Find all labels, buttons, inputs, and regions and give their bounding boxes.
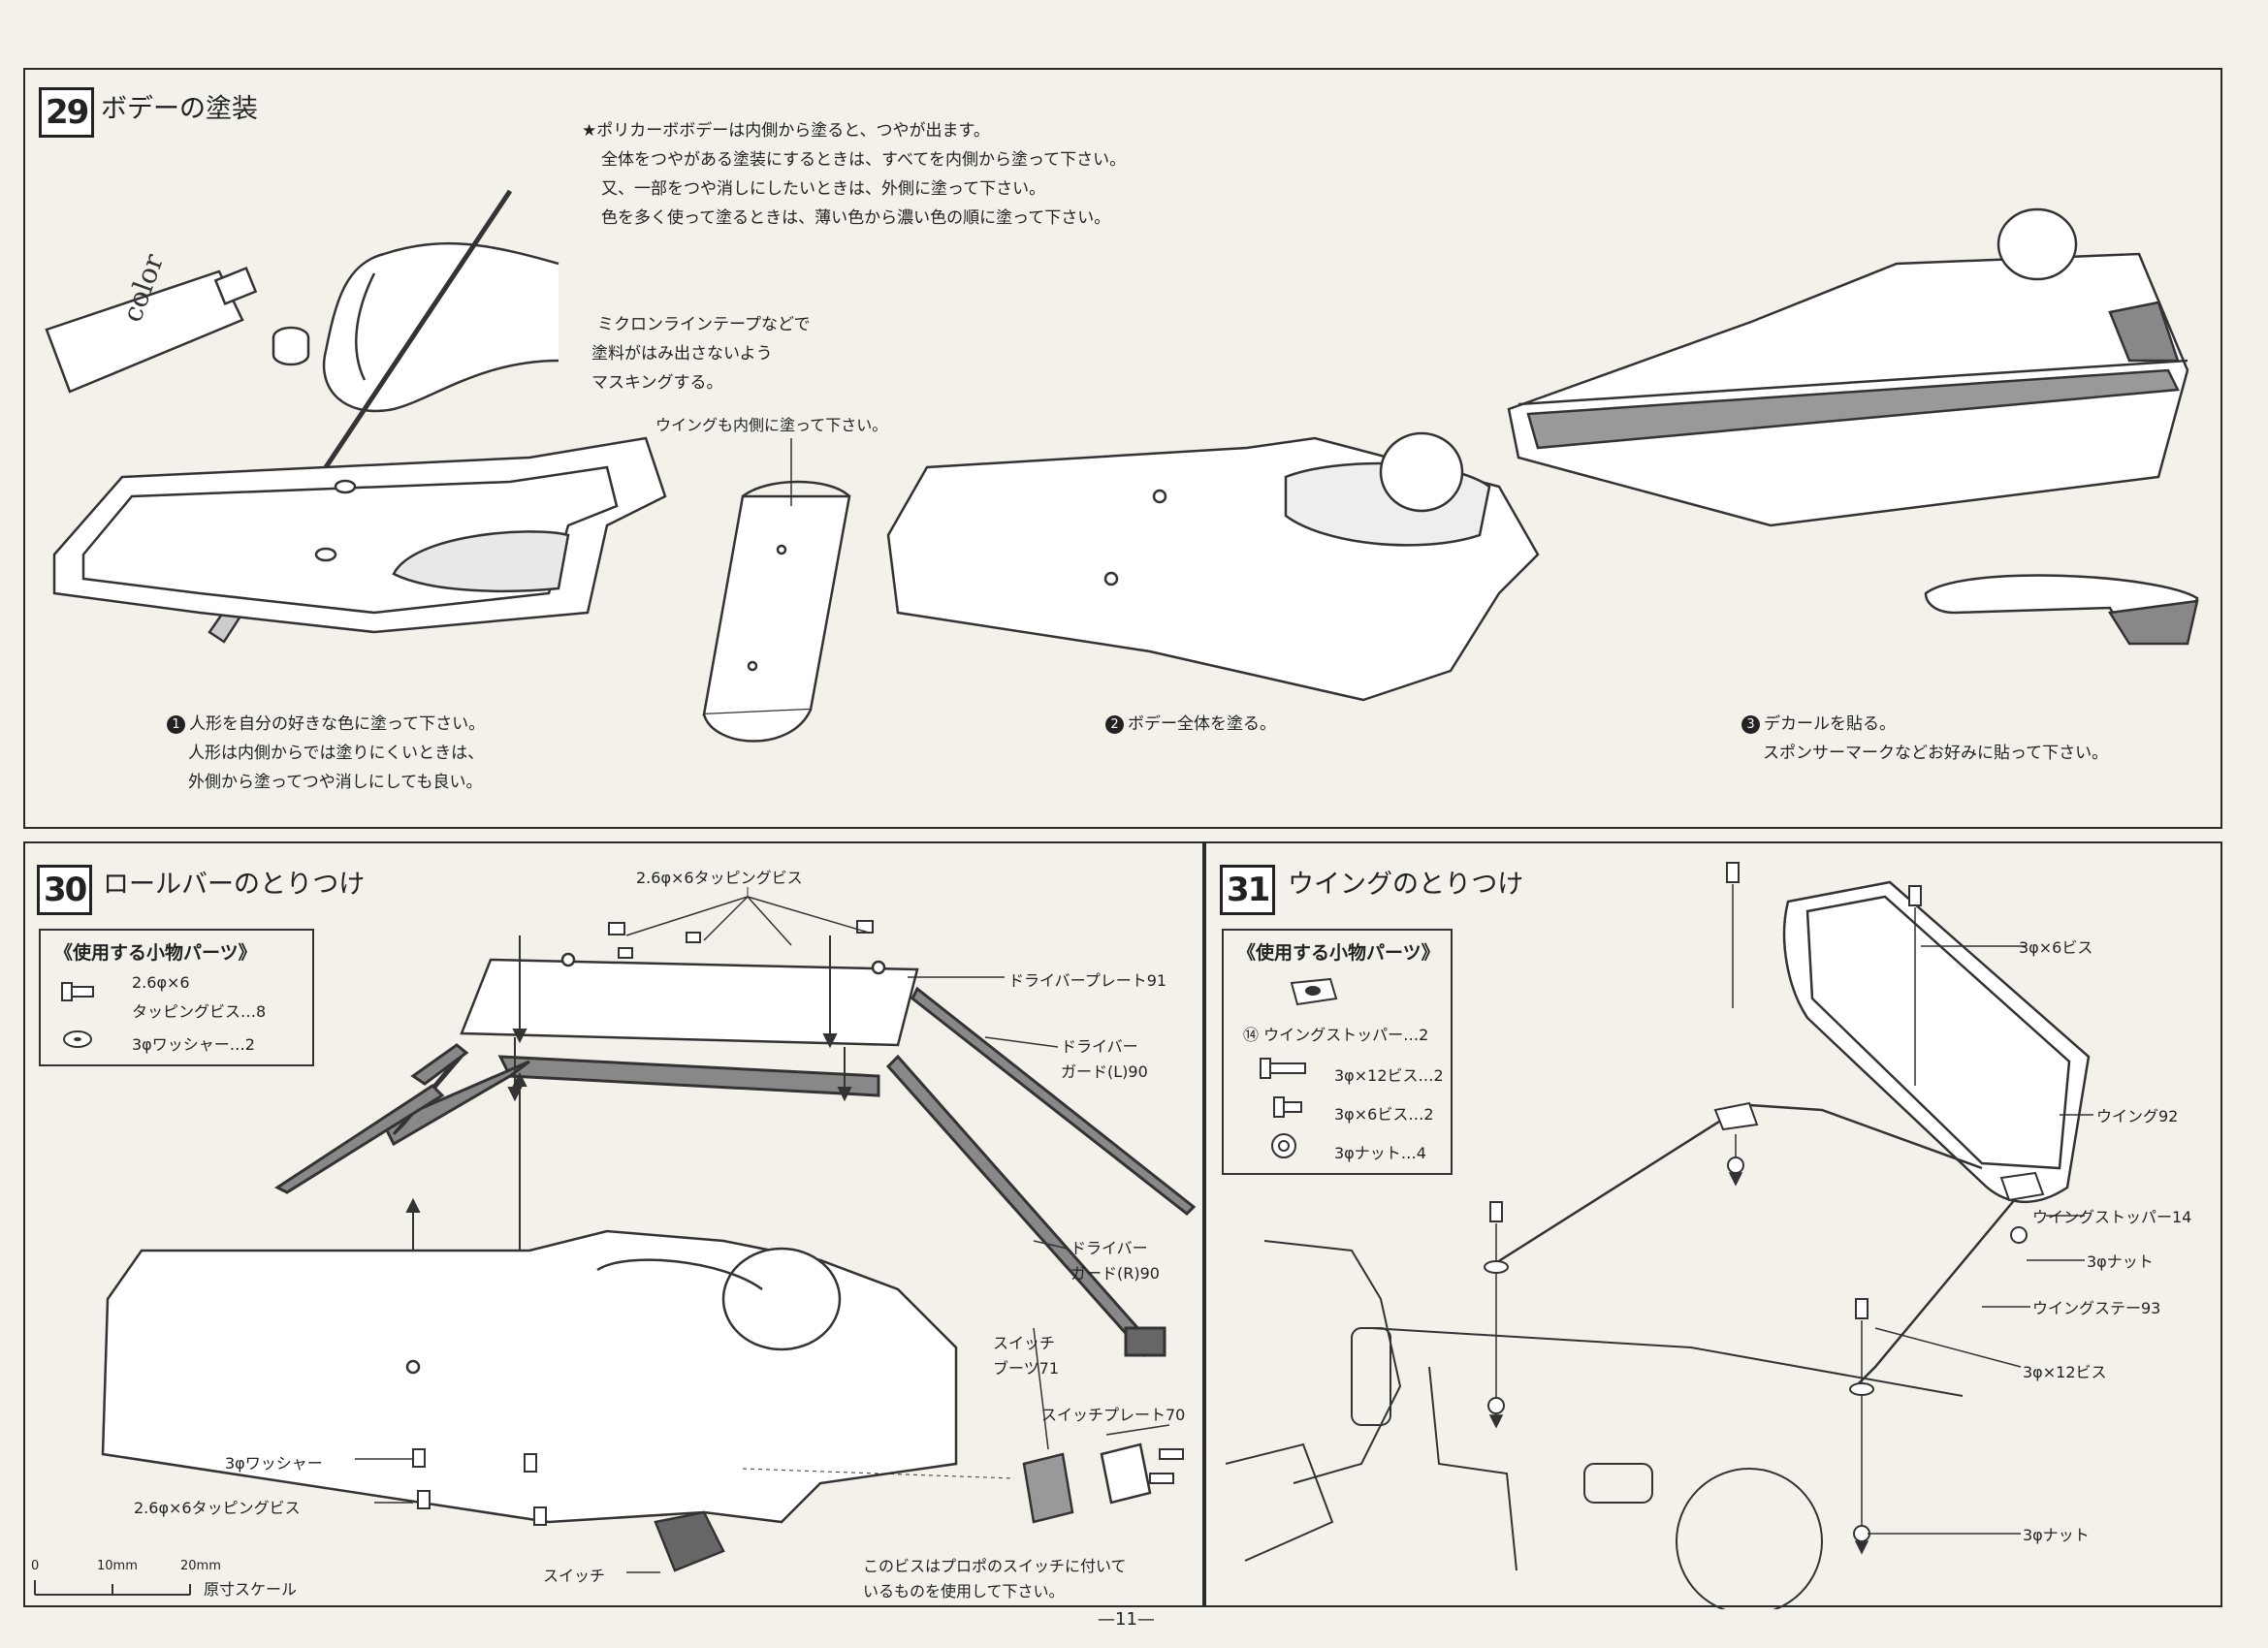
- instruction-1-line-2: 人形は内側からでは塗りにくいときは、: [188, 744, 485, 763]
- page-number: —11—: [1098, 1609, 1155, 1630]
- screw6-label: 3φ×6ビス: [2019, 938, 2093, 957]
- body-shell-inside-icon: [52, 436, 667, 634]
- body-shell-decal-icon: [1507, 207, 2199, 646]
- guard-l-label-2: ガード(L)90: [1061, 1062, 1148, 1081]
- painting-illustration: color: [45, 189, 2199, 743]
- driver-guard-right-icon: [273, 1054, 1166, 1358]
- stopper-label: ウイングストッパー14: [2032, 1208, 2192, 1226]
- paint-note-1: ★ポリカーボボデーは内側から塗ると、つやが出ます。: [582, 121, 990, 141]
- nut2-label: 3φナット: [2023, 1526, 2090, 1544]
- part-screw-12: 3φ×12ビス…2: [1334, 1066, 1444, 1085]
- top-screws-label: 2.6φ×6タッピングビス: [636, 869, 803, 887]
- switch-plate-icon: [1100, 1442, 1152, 1505]
- step-number: 29: [39, 87, 95, 138]
- step-number: 30: [37, 865, 93, 915]
- switch-plate-label: スイッチプレート70: [1041, 1406, 1186, 1424]
- masking-note-3: マスキングする。: [591, 373, 723, 393]
- scale-tick-10: 10mm: [97, 1559, 138, 1573]
- instruction-1-line-3: 外側から塗ってつや消しにしても良い。: [188, 773, 483, 792]
- driver-guard-left-icon: [381, 986, 1197, 1217]
- instruction-3-line-2: スポンサーマークなどお好みに貼って下さい。: [1763, 744, 2109, 763]
- parts-list-title: 《使用する小物パーツ》: [54, 942, 257, 964]
- step-title: ウイングのとりつけ: [1288, 870, 1524, 900]
- switch-boots-label-1: スイッチ: [993, 1334, 1056, 1352]
- guard-l-label-1: ドライバー: [1061, 1037, 1138, 1056]
- scale-label: 原寸スケール: [204, 1580, 298, 1599]
- guard-r-label-1: ドライバー: [1070, 1239, 1148, 1257]
- screw-note-2: いるものを使用して下さい。: [863, 1582, 1065, 1600]
- step-31-panel: 31 ウイングのとりつけ 《使用する小物パーツ》 ⑭ ウイングストッパー…2 3…: [1204, 841, 2222, 1609]
- driver-plate-icon: [460, 952, 919, 1047]
- bottom-screw-icons: [412, 1448, 1184, 1526]
- part-tapping-qty: タッピングビス…8: [132, 1002, 267, 1021]
- nut-icons: [1484, 1157, 2028, 1542]
- wing-icon: [1782, 880, 2091, 1203]
- tapping-screw-top-icons: [608, 920, 874, 959]
- stay-label: ウイングステー93: [2032, 1299, 2161, 1317]
- switch-boots-icon: [1022, 1452, 1074, 1524]
- scale-tick-20: 20mm: [180, 1559, 221, 1573]
- paint-tube-icon: color: [45, 249, 258, 394]
- switch-icon: [654, 1510, 725, 1572]
- car-body-icon: [101, 1229, 958, 1524]
- guard-r-label-2: ガード(R)90: [1070, 1264, 1160, 1283]
- screw12-label: 3φ×12ビス: [2023, 1363, 2107, 1381]
- wing-stopper-icon: [1290, 977, 1338, 1006]
- tapping-screw-icon: [61, 982, 94, 1048]
- part-washer-qty: 3φワッシャー…2: [132, 1035, 255, 1054]
- parts-list-box: 《使用する小物パーツ》 2.6φ×6 タッピングビス…8 3φワッシャー…2: [39, 929, 314, 1066]
- wing-stopper-parts: [1713, 1101, 2045, 1202]
- wing-stay-icon: [1496, 1103, 2022, 1387]
- parts-list-box: 《使用する小物パーツ》 ⑭ ウイングストッパー…2 3φ×12ビス…2 3φ×6…: [1222, 929, 1453, 1175]
- part-screw-6: 3φ×6ビス…2: [1334, 1105, 1434, 1124]
- part-tapping-size: 2.6φ×6: [132, 973, 190, 992]
- scale-ruler-icon: [34, 1580, 191, 1596]
- paint-note-2: 全体をつやがある塗装にするときは、すべてを内側から塗って下さい。: [601, 150, 1127, 170]
- masking-note-1: ミクロンラインテープなどで: [597, 315, 811, 334]
- wing-paint-note: ウイングも内側に塗って下さい。: [655, 416, 888, 434]
- driver-plate-label: ドライバープレート91: [1008, 971, 1167, 990]
- scale-tick-0: 0: [31, 1559, 40, 1573]
- step-29-panel: 29 ボデーの塗装 ★ポリカーボボデーは内側から塗ると、つやが出ます。 全体をつ…: [23, 68, 2222, 829]
- tapping-label: 2.6φ×6タッピングビス: [134, 1499, 301, 1517]
- wing-illustration: [1225, 862, 2093, 1609]
- nut1-label: 3φナット: [2087, 1252, 2154, 1271]
- part-nut: 3φナット…4: [1334, 1144, 1426, 1162]
- step-title: ロールバーのとりつけ: [103, 870, 366, 900]
- paint-note-3: 又、一部をつや消しにしたいときは、外側に塗って下さい。: [601, 179, 1046, 199]
- wing-piece-icon: [702, 480, 851, 743]
- washer-label: 3φワッシャー: [225, 1454, 323, 1473]
- body-shell-painted-icon: [886, 431, 1540, 702]
- screw-note-1: このビスはプロポのスイッチに付いて: [863, 1557, 1127, 1575]
- chassis-icon: [1225, 1240, 1964, 1609]
- step-number: 31: [1220, 865, 1276, 915]
- paint-cap-icon: [272, 326, 310, 366]
- paint-note-4: 色を多く使って塗るときは、薄い色から濃い色の順に塗って下さい。: [601, 208, 1111, 228]
- step-title: ボデーの塗装: [101, 94, 258, 124]
- step-30-panel: 30 ロールバーのとりつけ 《使用する小物パーツ》 2.6φ×6 タッピングビス…: [23, 841, 1204, 1607]
- switch-boots-label-2: ブーツ71: [993, 1359, 1060, 1378]
- screw-icons: [1489, 862, 1922, 1319]
- wing-label: ウイング92: [2096, 1107, 2179, 1125]
- parts-list-title: 《使用する小物パーツ》: [1237, 942, 1440, 964]
- screw-nut-icons: [1260, 1058, 1306, 1158]
- roll-bar-illustration: [34, 887, 1197, 1596]
- masking-note-2: 塗料がはみ出さないよう: [591, 344, 773, 364]
- part-wing-stopper: ⑭ ウイングストッパー…2: [1243, 1026, 1429, 1044]
- switch-label: スイッチ: [543, 1567, 606, 1585]
